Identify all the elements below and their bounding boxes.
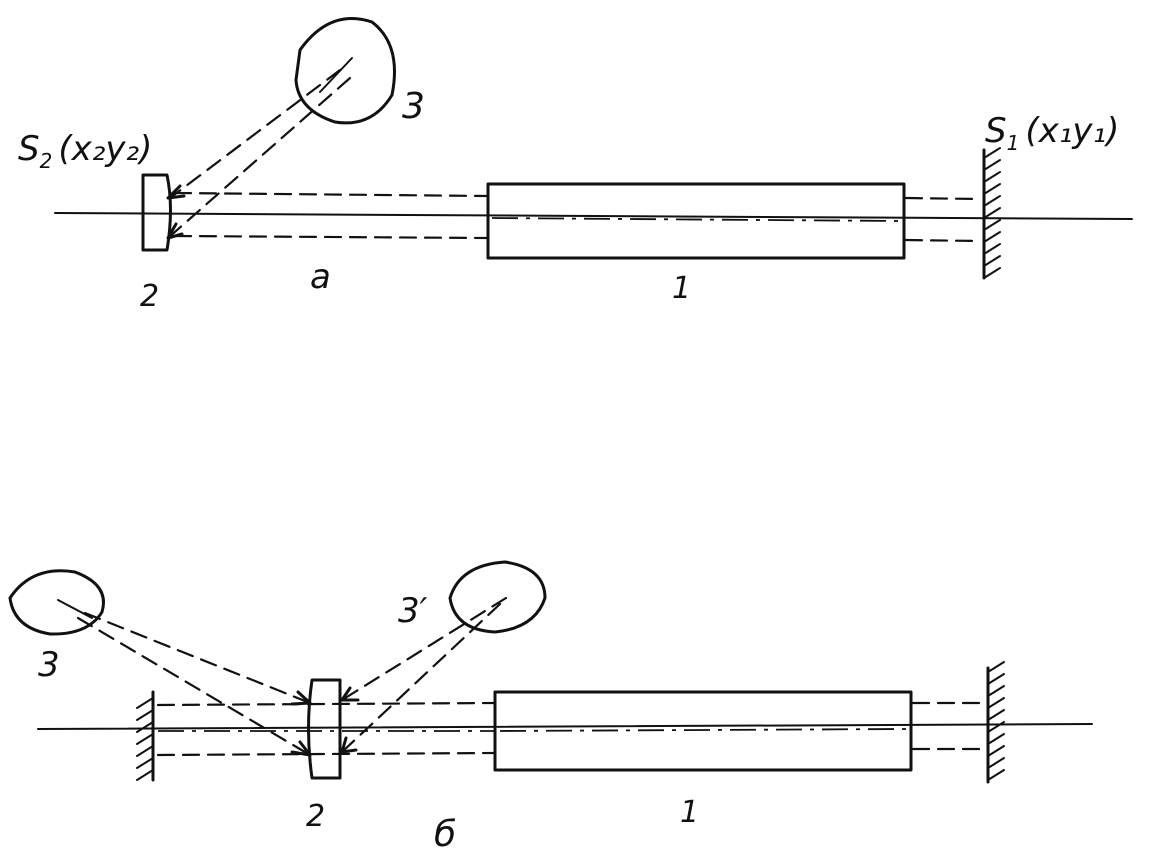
beam-lower-b (156, 751, 497, 757)
tube-1-label-b: 1 (680, 795, 699, 830)
arrow-head-lower-a (166, 222, 184, 240)
mirror-right-b-hatching (987, 661, 1005, 781)
tube-axis-a (491, 217, 901, 222)
arrow-head-3-lower-b (290, 740, 312, 757)
source-3-b-stroke (57, 599, 93, 619)
tube-axis-b (499, 728, 907, 732)
element-2-a (141, 173, 172, 252)
arrow-head-upper-a (166, 184, 186, 200)
optical-axis-b (37, 723, 1093, 730)
source-3-a (294, 17, 396, 125)
element-2-label-b: 2 (306, 799, 325, 834)
ray-3-upper-a (168, 68, 342, 200)
point-s2-label: S2(x₂y₂) (18, 129, 152, 173)
panel-b: 3 3′ 2 б 1 (8, 560, 1093, 854)
source-3-prime-label-b: 3′ (398, 591, 428, 631)
source-3-a-stroke (319, 57, 353, 93)
mirror-right-a-hatching (983, 147, 1001, 279)
mirror-left-b-hatching (136, 697, 154, 781)
element-2-label-a: 2 (140, 279, 159, 314)
panel-a-caption: a (310, 257, 331, 297)
point-s1-label: S1(x₁y₁) (985, 111, 1119, 155)
ray-3-lower-a (166, 76, 352, 240)
source-3-prime-b (448, 560, 547, 634)
arrow-head-3p-lower-b (340, 736, 358, 754)
beam-lower-right-a (904, 238, 982, 243)
element-2-b (307, 678, 342, 780)
source-3-b (8, 569, 105, 636)
ray-3-upper-b (83, 611, 312, 705)
arrow-head-3-upper-b (290, 690, 312, 706)
tube-1-label-a: 1 (672, 271, 691, 306)
beam-lower-a (173, 234, 490, 240)
ray-3-prime-lower-b (340, 602, 502, 754)
laser-tube-a (486, 182, 906, 260)
panel-b-caption: б (434, 814, 456, 854)
beam-upper-a (173, 191, 490, 198)
ray-3-prime-upper-b (340, 596, 508, 702)
arrow-head-3p-upper-b (340, 686, 360, 702)
panel-a: S2(x₂y₂) S1(x₁y₁) 3 2 a 1 (18, 17, 1133, 314)
beam-upper-right-a (904, 196, 982, 201)
ray-3-lower-b (76, 616, 312, 757)
beam-upper-b (156, 701, 497, 707)
source-3-label-a: 3 (402, 86, 425, 127)
optical-axis-a (54, 212, 1133, 220)
source-3-label-b: 3 (38, 645, 60, 685)
